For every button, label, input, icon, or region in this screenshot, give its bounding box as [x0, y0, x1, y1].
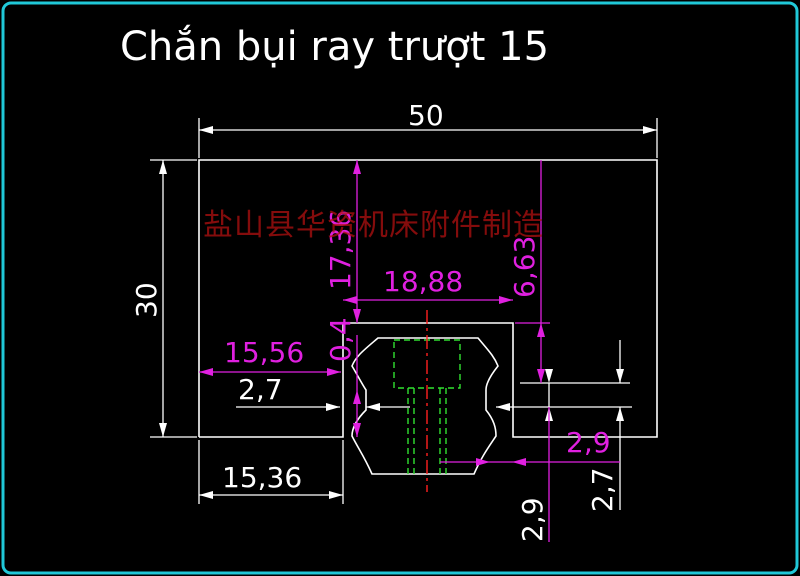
dim-slot-left: 15,56	[224, 336, 304, 369]
dim-slot-width: 18,88	[383, 265, 463, 298]
magenta-dimensions	[199, 160, 620, 542]
dim-overall-height: 30	[130, 282, 163, 318]
rail-profile	[351, 337, 499, 475]
dim-lip-right: 2,9	[566, 426, 611, 459]
dimension-labels: 50 30 15,36 2,7 15,56 17,36 0,4 18,88 6,…	[130, 99, 619, 542]
magenta-arrows	[199, 160, 545, 466]
dim-small-offset: 0,4	[324, 317, 357, 362]
dim-top-height: 17,36	[324, 210, 357, 290]
dim-left-offset: 15,36	[222, 461, 302, 494]
dim-right-height: 6,63	[508, 236, 541, 298]
white-arrows	[159, 126, 657, 499]
part-outline	[198, 159, 658, 438]
dim-overall-width: 50	[408, 99, 444, 132]
dim-lower-gap: 2,9	[516, 497, 549, 542]
watermark: 盐山县华资机床附件制造	[203, 208, 544, 243]
dim-step-left: 2,7	[238, 373, 283, 406]
page-title: Chắn bụi ray trượt 15	[120, 24, 550, 70]
dim-right-gap: 2,7	[586, 467, 619, 512]
